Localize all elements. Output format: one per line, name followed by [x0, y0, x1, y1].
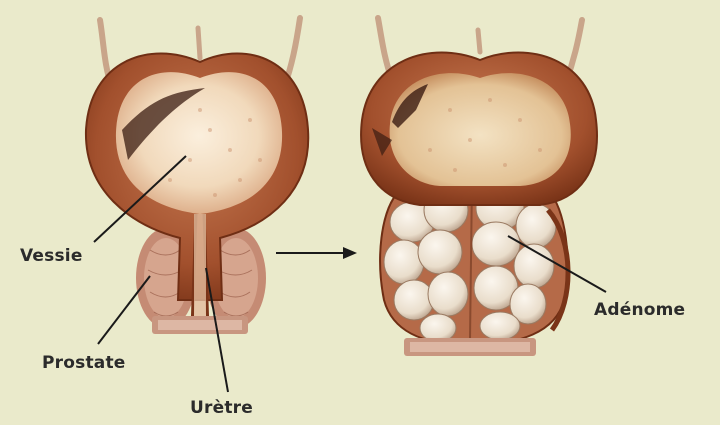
urethra-label: Urètre: [190, 398, 253, 418]
prostate-label: Prostate: [42, 353, 126, 373]
bladder-label: Vessie: [20, 246, 83, 266]
transition-arrow-icon: [276, 247, 357, 259]
normal-anatomy: [86, 18, 308, 334]
adenoma-label: Adénome: [594, 300, 685, 320]
leader-line-prostate: [98, 276, 150, 344]
adenoma-anatomy: [361, 18, 597, 356]
